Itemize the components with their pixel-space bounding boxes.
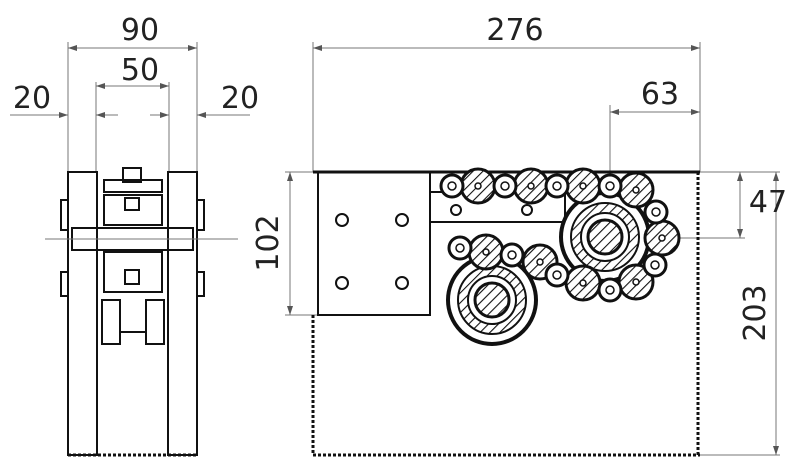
gear-pin	[500, 181, 510, 191]
right-wall	[167, 171, 198, 456]
shaft-bore	[124, 269, 140, 285]
dim-label-276: 276	[486, 13, 543, 48]
leg	[145, 299, 165, 345]
dim-label-90: 90	[121, 13, 159, 48]
gear-section	[103, 251, 163, 293]
gear-section	[103, 179, 163, 193]
gear-pin	[650, 260, 660, 270]
gear-pin	[507, 250, 517, 260]
gear-section	[103, 194, 163, 226]
gear-pin	[579, 279, 587, 287]
gear-pin	[658, 234, 666, 242]
dim-label-63: 63	[641, 77, 679, 112]
gear-pin	[447, 181, 457, 191]
gear-pin	[552, 270, 562, 280]
dim-label-50: 50	[121, 53, 159, 88]
large-gear-bearing	[473, 281, 511, 319]
side-extension-lines	[67, 42, 198, 172]
gear-pin	[605, 285, 615, 295]
gear-pin	[474, 182, 482, 190]
dim-label-20-right: 20	[221, 81, 259, 116]
shaft-bore	[124, 197, 140, 211]
bolt-head	[196, 271, 205, 297]
gear-pin	[455, 243, 465, 253]
bolt-head	[196, 199, 205, 231]
plate-holes	[335, 213, 409, 290]
hub	[122, 167, 142, 183]
bracket-pin	[521, 204, 533, 216]
dim-label-102: 102	[251, 214, 286, 271]
dim-label-20-left: 20	[13, 81, 51, 116]
dim-label-47: 47	[749, 185, 787, 220]
gear-pin	[482, 248, 490, 256]
leg	[101, 299, 121, 345]
gear-pin	[579, 182, 587, 190]
gear-pin	[632, 186, 640, 194]
gear-pin	[605, 181, 615, 191]
mounting-plate	[317, 171, 431, 316]
bolt-head	[60, 199, 69, 231]
front-view: 276 63 47 102 203	[251, 13, 787, 457]
gear-pin	[527, 182, 535, 190]
side-view: 90 50 20 20	[10, 13, 259, 457]
large-gear-bearing	[586, 218, 624, 256]
gear-pin	[552, 181, 562, 191]
gear-pin	[651, 207, 661, 217]
gear-pin	[536, 258, 544, 266]
dim-label-203: 203	[738, 284, 773, 341]
bolt-head	[60, 271, 69, 297]
gear-train	[439, 167, 681, 346]
left-wall	[67, 171, 98, 456]
bracket-pin	[450, 204, 462, 216]
gear-pin	[632, 278, 640, 286]
